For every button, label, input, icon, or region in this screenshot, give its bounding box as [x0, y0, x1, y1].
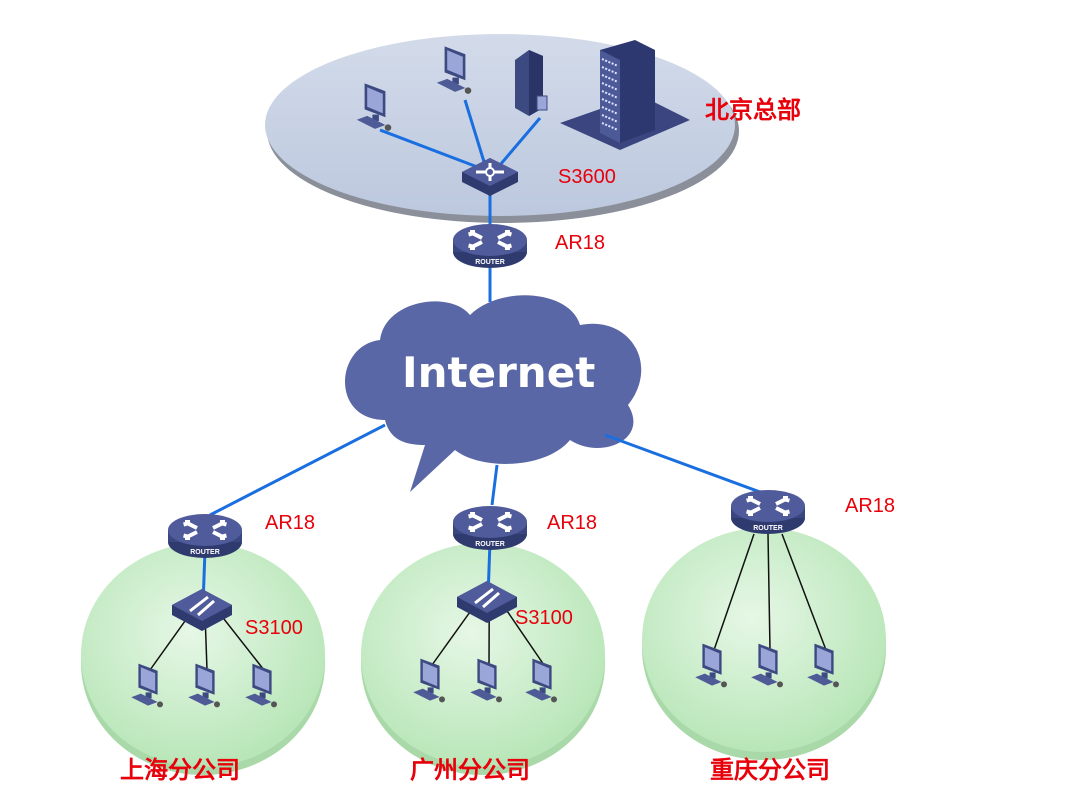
pc-icon: [245, 663, 277, 708]
building-windows: [601, 82, 619, 91]
router-arrows-icon: [468, 230, 512, 250]
building-windows: [601, 66, 619, 75]
link: [379, 128, 481, 170]
link: [431, 604, 476, 666]
hq-router-icon: ROUTER: [453, 224, 527, 268]
router-arrows-icon: [468, 512, 512, 532]
shanghai-branch-name: 上海分公司: [120, 756, 240, 784]
guangzhou-router-label: AR18: [547, 512, 598, 534]
router-arrows-icon: [183, 520, 227, 540]
router-caption: ROUTER: [475, 259, 505, 266]
branch-zone: [81, 543, 325, 775]
chongqing-router-label: AR18: [845, 495, 896, 517]
pc-icon: [470, 658, 502, 703]
zone-disc: [361, 543, 605, 767]
branch-switch-icon: [172, 589, 232, 631]
chongqing-branch-name: 重庆分公司: [710, 756, 830, 784]
guangzhou-switch-label: S3100: [515, 607, 573, 629]
building-windows: [601, 122, 619, 131]
branch-router-icon: ROUTER: [731, 490, 805, 534]
branch-zone: [642, 528, 886, 760]
link: [149, 612, 192, 671]
link: [209, 423, 386, 517]
router-caption: ROUTER: [475, 541, 505, 548]
building-windows: [601, 114, 619, 123]
internet-cloud-icon: [345, 295, 642, 492]
pc-icon: [413, 658, 445, 703]
link: [604, 433, 769, 497]
l3-switch-icon: [462, 158, 518, 196]
link: [463, 99, 487, 166]
building-windows: [601, 106, 619, 115]
branch-zone: [361, 543, 605, 775]
router-caption: ROUTER: [190, 549, 220, 556]
building-windows: [601, 90, 619, 99]
pc-icon: [131, 663, 163, 708]
link: [498, 117, 542, 166]
guangzhou-branch-name: 广州分公司: [410, 756, 530, 784]
link: [781, 533, 827, 651]
link: [502, 604, 545, 666]
pc-icon: [525, 658, 557, 703]
internet-label: Internet: [402, 348, 596, 397]
branch-switch-icon: [457, 581, 517, 623]
hq-switch-label: S3600: [558, 166, 616, 188]
pc-icon: [188, 663, 220, 708]
link: [490, 464, 499, 506]
pc-icon: [751, 643, 783, 688]
zone-disc: [642, 528, 886, 752]
pc-icon: [436, 46, 472, 94]
link: [713, 533, 755, 651]
shanghai-switch-label: S3100: [245, 617, 303, 639]
router-arrows-icon: [746, 496, 790, 516]
branch-router-icon: ROUTER: [168, 514, 242, 558]
building-windows: [601, 98, 619, 107]
hq-name: 北京总部: [705, 96, 801, 124]
zone-disc: [81, 543, 325, 767]
router-caption: ROUTER: [753, 525, 783, 532]
server-icon: [515, 50, 548, 116]
pc-icon: [356, 83, 392, 131]
building-icon: [560, 40, 690, 150]
branch-router-icon: ROUTER: [453, 506, 527, 550]
pc-icon: [807, 643, 839, 688]
building-windows: [601, 58, 619, 67]
shanghai-router-label: AR18: [265, 512, 316, 534]
building-windows: [601, 74, 619, 83]
link: [218, 612, 265, 671]
hq-router-label: AR18: [555, 232, 606, 254]
link: [767, 533, 771, 651]
pc-icon: [695, 643, 727, 688]
